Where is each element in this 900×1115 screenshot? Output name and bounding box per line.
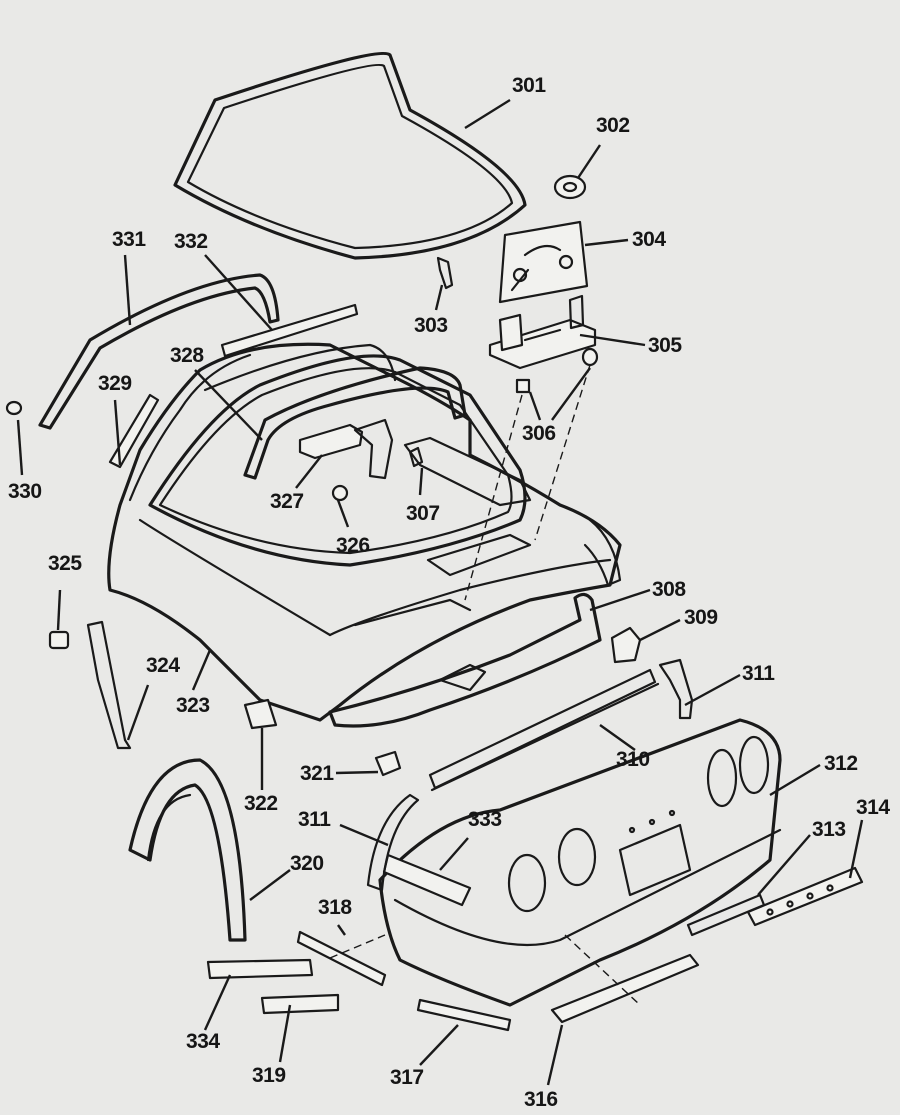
label-312: 312 xyxy=(824,752,858,775)
label-319: 319 xyxy=(252,1064,286,1087)
label-305: 305 xyxy=(648,334,682,357)
part-324-side-seal xyxy=(86,620,132,750)
part-301-hatch-weatherstrip xyxy=(173,51,527,260)
leader-lines xyxy=(16,98,864,1086)
label-317: 317 xyxy=(390,1066,424,1089)
label-328: 328 xyxy=(170,344,204,367)
part-316-lower-trim xyxy=(550,953,700,1024)
part-332-seal xyxy=(220,303,359,358)
part-333-bracket xyxy=(382,853,472,907)
part-326-grommet xyxy=(331,484,349,502)
label-304: 304 xyxy=(632,228,666,251)
part-327-bracket xyxy=(298,418,394,480)
label-316: 316 xyxy=(524,1088,558,1111)
label-330: 330 xyxy=(8,480,42,503)
part-312-rear-bumper-fascia xyxy=(378,718,782,1007)
label-310: 310 xyxy=(616,748,650,771)
label-321: 321 xyxy=(300,762,334,785)
label-331: 331 xyxy=(112,228,146,251)
part-330-screw xyxy=(5,400,23,416)
label-322: 322 xyxy=(244,792,278,815)
label-325: 325 xyxy=(48,552,82,575)
label-327: 327 xyxy=(270,490,304,513)
label-313: 313 xyxy=(812,818,846,841)
part-328-roof-bow xyxy=(203,343,467,480)
part-322-bracket xyxy=(243,698,278,730)
part-314-plate-bracket xyxy=(746,866,864,927)
part-317-molding xyxy=(416,998,512,1032)
label-334: 334 xyxy=(186,1030,220,1053)
part-321-clip xyxy=(374,750,402,777)
part-305-latch-assembly xyxy=(488,294,597,370)
part-320-wheelhouse-liner xyxy=(128,758,247,942)
part-307-lock-cylinder xyxy=(403,436,532,507)
part-323-rear-body-panel xyxy=(107,342,622,722)
label-320: 320 xyxy=(290,852,324,875)
part-325-grommet xyxy=(48,630,70,650)
part-329-molding xyxy=(108,393,160,469)
label-314: 314 xyxy=(856,796,890,819)
part-309-bracket xyxy=(610,626,642,664)
part-308-rear-rail xyxy=(328,592,602,728)
part-334-bracket xyxy=(206,958,314,980)
label-326: 326 xyxy=(336,534,370,557)
label-333: 333 xyxy=(468,808,502,831)
label-332: 332 xyxy=(174,230,208,253)
label-311-right: 311 xyxy=(742,662,775,685)
label-306: 306 xyxy=(522,422,556,445)
label-303: 303 xyxy=(414,314,448,337)
label-301: 301 xyxy=(512,74,546,97)
label-307: 307 xyxy=(406,502,440,525)
part-311-right-seal xyxy=(658,658,694,720)
part-303-latch-clip xyxy=(436,256,454,290)
part-318-bracket xyxy=(296,930,387,987)
label-329: 329 xyxy=(98,372,132,395)
label-308: 308 xyxy=(652,578,686,601)
part-304-lock-plate xyxy=(498,220,589,304)
label-309: 309 xyxy=(684,606,718,629)
part-311-left-seal xyxy=(366,793,420,892)
label-324: 324 xyxy=(146,654,180,677)
label-318: 318 xyxy=(318,896,352,919)
part-319-bracket xyxy=(260,993,340,1015)
part-331-roof-rail-weatherstrip xyxy=(38,273,280,430)
part-310-reinforcement xyxy=(428,668,660,792)
label-323: 323 xyxy=(176,694,210,717)
label-302: 302 xyxy=(596,114,630,137)
label-311-left: 311 xyxy=(298,808,331,831)
part-302-bumper-stop xyxy=(553,174,587,200)
